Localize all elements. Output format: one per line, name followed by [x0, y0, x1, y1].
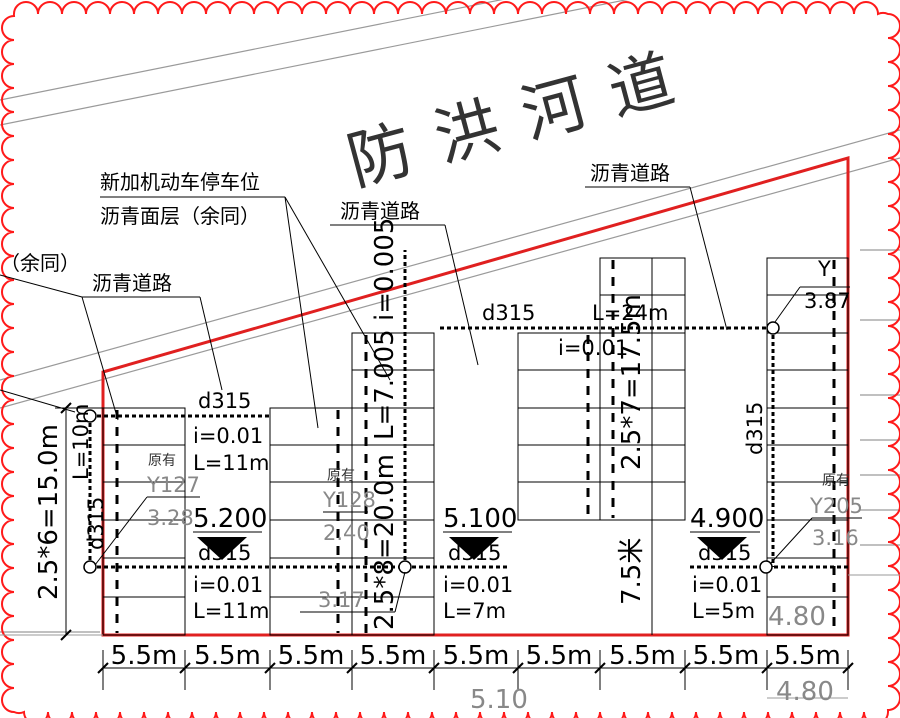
dim-left-vertical: 2.5*6=15.0m: [34, 424, 64, 600]
pipe-top-left-L: L=11m: [193, 451, 269, 475]
pipe-bottom-right-i: i=0.01: [692, 573, 762, 597]
pipe-right-vertical: d315: [743, 402, 767, 455]
level-4900: 4.900: [690, 504, 764, 534]
dim-bottom-center: 5.10: [470, 685, 528, 715]
bay-dimension-label: 5.5m: [609, 641, 676, 671]
callout-road-right: 沥青道路: [590, 161, 670, 185]
pipe-bottom-right-d: d315: [698, 541, 751, 565]
dim-short-vertical: 7.5米: [617, 538, 647, 605]
callout-road-left: 沥青道路: [92, 271, 172, 295]
manhole-y127-elev: 3.28: [147, 506, 194, 530]
pipe-left-vertical-L: L=10m: [69, 404, 93, 480]
level-5100: 5.100: [443, 504, 517, 534]
callout-parking-2: 沥青面层（余同）: [100, 204, 260, 228]
pipe-bottom-mid-i: i=0.01: [443, 573, 513, 597]
pipe-top-mid-L: L=24m: [592, 301, 668, 325]
pipe-bottom-mid-L: L=7m: [443, 599, 506, 623]
manhole-y205-tag: 原有: [822, 473, 850, 489]
bay-dimension-label: 5.5m: [526, 641, 593, 671]
leader-lines: [0, 186, 862, 613]
manhole-y128-elev: 2.40: [323, 521, 370, 545]
pipe-top-mid-i: i=0.01: [558, 336, 628, 360]
pipe-bottom-right-L: L=5m: [692, 599, 755, 623]
manhole-right-id: Y: [817, 257, 831, 281]
bay-dimensions: 5.5m 5.5m 5.5m 5.5m 5.5m 5.5m 5.5m 5.5m 5.5m: [111, 641, 841, 671]
elevation-markers: [197, 537, 747, 560]
pipe-mid-vertical: L=7.005 i=0.005: [370, 218, 400, 440]
dim-right-vertical: 2.5*7=17.5m: [617, 294, 647, 470]
manhole-y128-tag: 原有: [327, 468, 355, 484]
dimension-ticks: [60, 402, 854, 674]
pipe-bottom-left-d: d315: [198, 541, 251, 565]
manhole-y205-elev: 3.16: [812, 526, 859, 550]
pipe-left-vertical-d: d315: [84, 497, 108, 550]
manhole-y128-id: Y128: [322, 488, 376, 512]
manhole-y127-id: Y127: [146, 473, 200, 497]
bay-dimension-label: 5.5m: [278, 641, 345, 671]
manhole-y127-tag: 原有: [148, 453, 176, 469]
manhole-elev-317: 3.17: [318, 588, 365, 612]
pipe-bottom-left-L: L=11m: [193, 599, 269, 623]
dim-bottom-right: 4.80: [776, 677, 834, 707]
manhole-y205-id: Y205: [809, 494, 863, 518]
dimension-lines: [0, 258, 850, 699]
bay-dimension-label: 5.5m: [111, 641, 178, 671]
callout-left-cut: （余同）: [0, 251, 80, 275]
manhole-right-elev: 3.87: [804, 289, 851, 313]
pipe-bottom-left-i: i=0.01: [193, 573, 263, 597]
bay-dimension-label: 5.5m: [774, 641, 841, 671]
pipe-top-mid-d: d315: [482, 301, 535, 325]
level-5200: 5.200: [193, 504, 267, 534]
callout-road-mid: 沥青道路: [340, 199, 420, 223]
pipe-top-left-i: i=0.01: [193, 424, 263, 448]
manholes: [83, 321, 780, 574]
dim-mid-vertical: 2.5*8=20.0m: [370, 454, 400, 630]
bay-dimension-label: 5.5m: [360, 641, 427, 671]
bay-dimension-label: 5.5m: [443, 641, 510, 671]
callout-parking-1: 新加机动车停车位: [100, 170, 260, 194]
bay-dimension-label: 5.5m: [194, 641, 261, 671]
river-bank-lines: [0, 0, 900, 633]
pipe-top-left-d: d315: [198, 389, 251, 413]
pipe-bottom-mid-d: d315: [448, 541, 501, 565]
bay-dimension-label: 5.5m: [693, 641, 760, 671]
dim-right-elev: 4.80: [768, 602, 826, 632]
stall-centerlines: [115, 260, 836, 633]
